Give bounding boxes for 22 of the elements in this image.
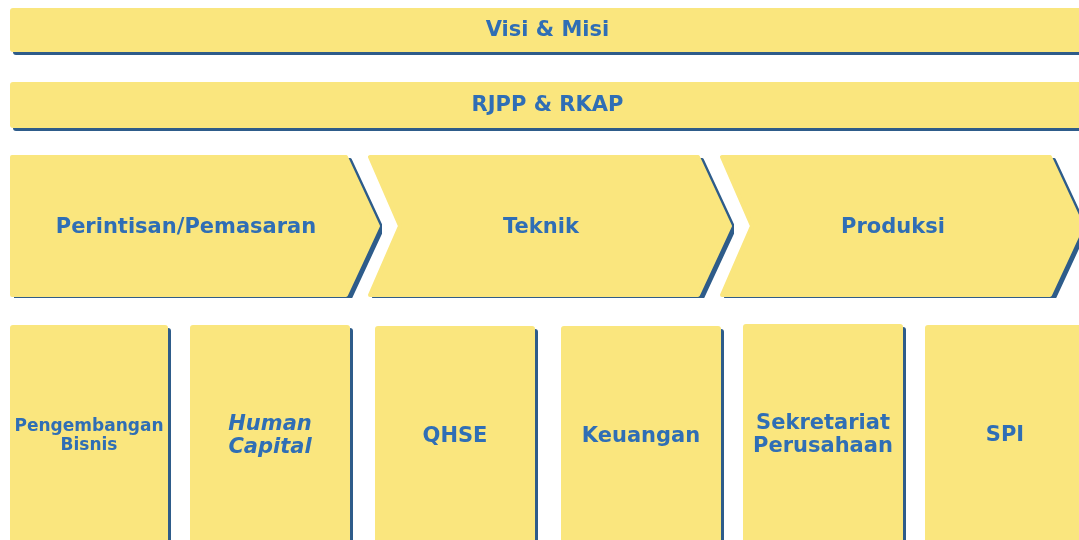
banner [10,8,1079,52]
function-card [10,325,168,540]
function-card [925,325,1079,540]
chevron-step [720,155,1079,298]
step-label: Teknik [503,214,579,239]
step-label: Produksi [841,214,945,239]
banner [10,82,1079,128]
function-card [561,326,721,540]
function-label: Pengembangan Bisnis [14,416,164,454]
function-card [375,326,535,540]
banner-label: RJPP & RKAP [471,93,624,117]
function-label: SPI [985,423,1025,447]
chevron-step [10,155,382,298]
step-label: Perintisan/Pemasaran [55,214,317,239]
function-label: Sekretariat Perusahaan [753,410,893,458]
function-card [743,324,903,540]
function-label: Keuangan [581,424,701,448]
function-label: Human Capital [227,411,313,459]
function-label: QHSE [422,424,488,448]
function-card [190,325,350,540]
chevron-step [368,155,734,298]
banner-label: Visi & Misi [485,18,610,42]
